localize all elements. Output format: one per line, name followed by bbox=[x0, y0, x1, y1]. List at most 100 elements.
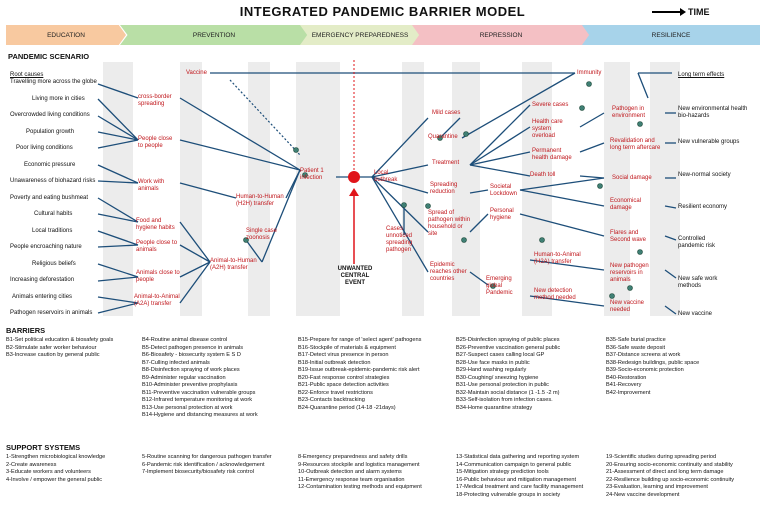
barrier-lane bbox=[180, 62, 202, 316]
support-item: 10-Outbreak detection and alarm systems bbox=[298, 469, 402, 475]
root-cause: Local traditions bbox=[32, 227, 73, 234]
long-term-heading: Long term effects bbox=[678, 72, 725, 78]
barrier-lane bbox=[604, 62, 630, 316]
node-revalidation: Revalidation and long term aftercare bbox=[610, 138, 661, 151]
node-personal-hygiene: Personal hygiene bbox=[490, 208, 514, 221]
barrier-item: B4-Routine animal disease control bbox=[142, 337, 228, 343]
barrier-item: B14-Hygiene and distancing measures at w… bbox=[142, 412, 258, 418]
barrier-item: B36-Safe waste deposit bbox=[606, 344, 666, 351]
barrier-item: B15-Prepare for range of 'select agent' … bbox=[298, 337, 422, 343]
node-epidemic: Epidemic reaches other countries bbox=[430, 262, 467, 282]
root-cause: Economic pressure bbox=[24, 161, 76, 168]
barrier-item: B23-Contacts backtracking bbox=[298, 397, 365, 403]
root-cause: Living more in cities bbox=[32, 95, 85, 102]
support-item: 22-Resilience building up socio-economic… bbox=[606, 476, 735, 483]
barrier-item: B26-Preventive vaccination general publi… bbox=[456, 344, 561, 351]
barriers-col-1: B1-Set political education & biosafety g… bbox=[6, 337, 113, 360]
node-economical-damage: Economical damage bbox=[610, 198, 642, 211]
barrier-item: B39-Socio-economic protection bbox=[606, 367, 684, 373]
barriers-col-2: B4-Routine animal disease control B5-Det… bbox=[142, 337, 258, 420]
node-new-reservoirs: New pathogen reservoirs in animals bbox=[610, 263, 649, 283]
node-perm-damage: Permanent health damage bbox=[532, 148, 572, 161]
root-cause: Unawareness of biohazard risks bbox=[10, 178, 96, 184]
support-item: 24-New vaccine development bbox=[606, 491, 680, 498]
support-item: 5-Routine scanning for dangerous pathoge… bbox=[142, 454, 272, 460]
barrier-item: B42-Improvement bbox=[606, 389, 651, 396]
barrier-item: B18-Initial outbreak detection bbox=[298, 359, 371, 366]
node-flares: Flares and Second wave bbox=[610, 230, 647, 243]
phase-education: EDUCATION bbox=[6, 25, 126, 45]
barrier-item: B41-Recovery bbox=[606, 382, 642, 388]
diagram-title: INTEGRATED PANDEMIC BARRIER MODEL bbox=[239, 4, 526, 19]
barrier-lane bbox=[452, 62, 480, 316]
barrier-item: B6-Biosafety - biosecurity system E S D bbox=[142, 352, 241, 358]
support-item: 3-Educate workers and volunteers bbox=[6, 469, 91, 475]
barrier-item: B8-Disinfection spraying of work places bbox=[142, 367, 240, 373]
support-item: 14-Communication campaign to general pub… bbox=[456, 461, 572, 468]
barrier-item: B22-Enforce travel restrictions bbox=[298, 389, 373, 396]
phase-label: RESILIENCE bbox=[651, 31, 691, 39]
root-cause: Travelling more across the globe bbox=[10, 79, 97, 85]
node-a2a: Animal-to-Animal (A2A) transfer bbox=[134, 294, 180, 307]
barrier-item: B3-Increase caution by general public bbox=[6, 352, 100, 358]
barrier-item: B37-Distance screens at work bbox=[606, 352, 681, 358]
barrier-item: B11-Preventive vaccination vulnerable gr… bbox=[142, 389, 256, 396]
root-causes-heading: Root causes bbox=[10, 72, 44, 78]
support-item: 6-Pandemic risk identification / acknowl… bbox=[142, 461, 265, 468]
node-emerging: Emerging global Pandemic bbox=[486, 276, 513, 296]
node-people-close: People close to people bbox=[138, 136, 173, 149]
barrier-item: B24-Quarantine period (14-18 -21days) bbox=[298, 404, 396, 411]
long-term-effect: New safe work methods bbox=[678, 276, 718, 289]
barrier-item: B16-Stockpile of materials & equipment bbox=[298, 344, 396, 351]
long-term-effect: New environmental health bio-hazards bbox=[678, 106, 748, 119]
node-vaccine: Vaccine bbox=[186, 70, 207, 76]
phase-label: REPRESSION bbox=[479, 31, 523, 39]
barriers-col-5: B35-Safe burial practice B36-Safe waste … bbox=[606, 337, 699, 397]
root-cause: People encroaching nature bbox=[10, 244, 82, 250]
long-term-effect: New vaccine bbox=[678, 311, 713, 317]
support-item: 16-Public behaviour and mitigation manag… bbox=[456, 476, 577, 483]
barrier-item: B29-Hand washing regularly bbox=[456, 367, 527, 373]
node-pathogen-env: Pathogen in environment bbox=[612, 106, 646, 119]
long-term-effect: New vulnerable groups bbox=[678, 139, 740, 145]
support-col-2: 5-Routine scanning for dangerous pathoge… bbox=[142, 454, 272, 477]
node-h2h: Human-to-Human (H2H) transfer bbox=[236, 194, 284, 207]
barrier-item: B35-Safe burial practice bbox=[606, 337, 666, 343]
node-death-toll: Death toll bbox=[530, 172, 556, 178]
support-item: 23-Evaluation, learning and improvement bbox=[606, 484, 708, 490]
root-cause: Poor living conditions bbox=[16, 145, 73, 151]
root-cause: Increasing deforestation bbox=[10, 277, 75, 283]
root-cause: Poverty and eating bushmeat bbox=[10, 194, 89, 201]
node-food-hygiene: Food and hygiene habits bbox=[136, 218, 175, 231]
node-severe-cases: Severe cases bbox=[532, 102, 569, 108]
support-item: 13-Statistical data gathering and report… bbox=[456, 454, 580, 460]
root-cause: Cultural habits bbox=[34, 211, 73, 217]
node-local-outbreak: Local outbreak bbox=[374, 170, 398, 183]
support-item: 9-Resources stockpile and logistics mana… bbox=[298, 461, 420, 468]
node-social-damage: Social damage bbox=[612, 175, 652, 181]
node-spreading-reduction: Spreading reduction bbox=[430, 182, 458, 195]
barrier-item: B27-Suspect cases calling local GP bbox=[456, 352, 545, 358]
support-item: 18-Protecting vulnerable groups in socie… bbox=[456, 491, 561, 498]
support-item: 1-Strengthen microbiological knowledge bbox=[6, 454, 106, 460]
node-cases-unnoticed: Cases unnoticed spreading pathogen bbox=[386, 226, 413, 253]
support-heading: SUPPORT SYSTEMS bbox=[6, 443, 81, 452]
root-cause: Population growth bbox=[26, 128, 75, 135]
barrier-item: B38-Redesign buildings, public space bbox=[606, 359, 700, 366]
long-term-effect: New-normal society bbox=[678, 172, 731, 178]
support-item: 11-Emergency response team organisation bbox=[298, 476, 405, 483]
long-term-effect: Resilient economy bbox=[678, 204, 728, 210]
barrier-lane bbox=[650, 62, 680, 316]
support-item: 19-Scientific studies during spreading p… bbox=[606, 454, 717, 460]
node-spread-household: Spread of pathogen within household or s… bbox=[428, 210, 471, 237]
time-label: TIME bbox=[688, 7, 710, 17]
scenario-network bbox=[97, 60, 677, 315]
barrier-item: B1-Set political education & biosafety g… bbox=[6, 337, 114, 343]
node-hc-overload: Health care system overload bbox=[532, 119, 563, 139]
barrier-lane bbox=[296, 62, 340, 316]
support-item: 20-Ensuring socio-economic continuity an… bbox=[606, 461, 733, 468]
phase-label: EDUCATION bbox=[47, 31, 85, 39]
node-work-animals: Work with animals bbox=[138, 179, 165, 192]
barrier-item: B32-Maintain social distance (1 -1.5 -2 … bbox=[456, 389, 560, 396]
support-col-3: 8-Emergency preparedness and safety dril… bbox=[298, 454, 422, 492]
